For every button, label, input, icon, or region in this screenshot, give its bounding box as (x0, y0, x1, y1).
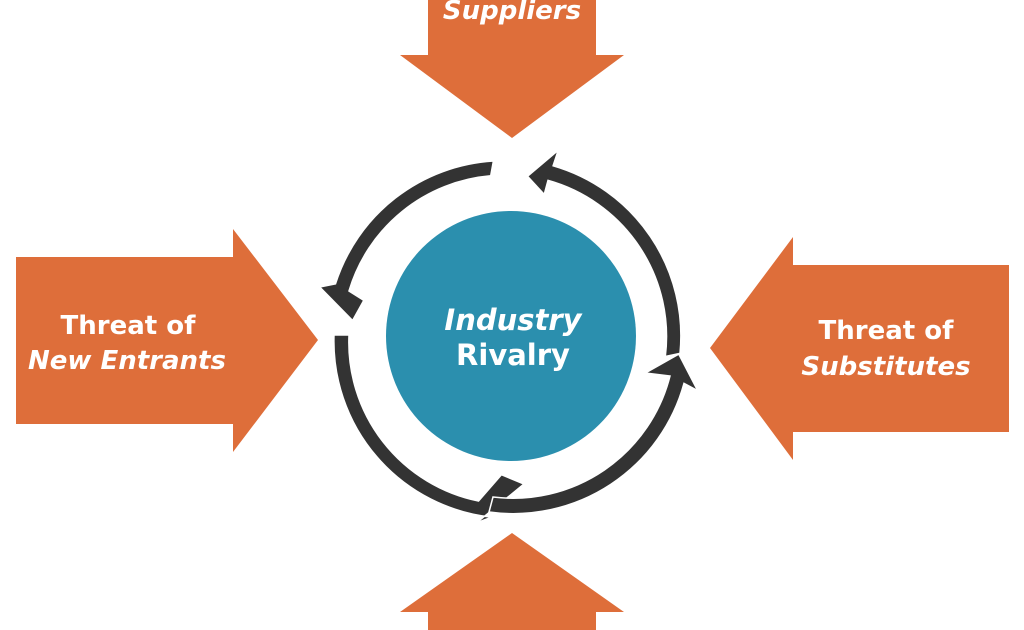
bottom-arrow-shape (400, 533, 624, 630)
left-force-label-line1: Threat of (61, 311, 197, 341)
left-arrow-shape (16, 229, 318, 452)
cycle-arrow-right (488, 353, 700, 515)
center-label-line2: Rivalry (456, 338, 570, 372)
center-label-line1: Industry (444, 303, 582, 337)
cycle-arrow-left (318, 160, 495, 322)
top-force-arrow: Suppliers (400, 0, 624, 138)
left-force-arrow: Threat of New Entrants (16, 229, 318, 452)
right-force-arrow: Threat of Substitutes (710, 237, 1009, 460)
right-force-label-line1: Threat of (819, 316, 955, 346)
bottom-force-arrow (400, 533, 624, 630)
right-arrow-shape (710, 237, 1009, 460)
top-force-label: Suppliers (443, 0, 581, 26)
cycle-arrow-top (526, 148, 682, 358)
right-force-label-line2: Substitutes (801, 352, 970, 382)
top-arrow-shape (400, 0, 624, 138)
center-circle (386, 211, 636, 461)
left-force-label-line2: New Entrants (28, 346, 226, 376)
center-node: Industry Rivalry (386, 211, 636, 461)
cycle-ring (318, 148, 700, 524)
